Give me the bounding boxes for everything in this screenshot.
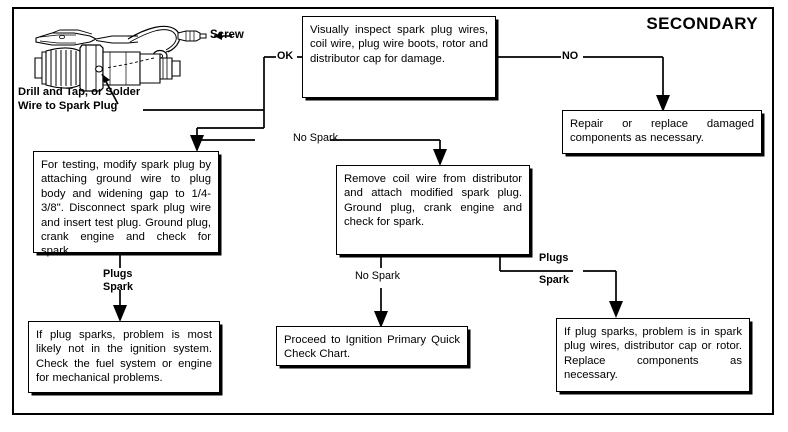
label-no-spark-top: No Spark: [293, 132, 339, 144]
label-no-spark-middle: No Spark: [355, 270, 401, 282]
page-title: SECONDARY: [646, 14, 758, 33]
label-no: NO: [562, 50, 579, 62]
label-plugs-right: Plugs: [539, 252, 569, 264]
spark-plug-caption: Drill and Tap, or Solder Wire to Spark P…: [18, 86, 141, 112]
label-spark-right: Spark: [539, 274, 570, 286]
box-proceed-primary-text: Proceed to Ignition Primary Quick Check …: [284, 334, 460, 361]
box-repair-replace[interactable]: Repair or replace damaged components as …: [562, 110, 762, 154]
box-plug-sparks-wires[interactable]: If plug sparks, problem is in spark plug…: [556, 318, 750, 392]
screw-label: Screw: [210, 29, 244, 41]
box-plug-sparks-fuel-text: If plug sparks, problem is most likely n…: [36, 329, 212, 385]
box-remove-coil-wire-text: Remove coil wire from distributor and at…: [344, 173, 522, 229]
box-repair-replace-text: Repair or replace damaged components as …: [570, 118, 754, 145]
box-remove-coil-wire[interactable]: Remove coil wire from distributor and at…: [336, 165, 530, 255]
box-plug-sparks-wires-text: If plug sparks, problem is in spark plug…: [564, 326, 742, 382]
label-plugs-left: Plugs: [103, 268, 133, 280]
label-ok: OK: [277, 50, 294, 62]
box-visual-inspect[interactable]: Visually inspect spark plug wires, coil …: [302, 16, 496, 98]
box-modify-spark-plug[interactable]: For testing, modify spark plug by attach…: [33, 151, 219, 257]
box-modify-spark-plug-text: For testing, modify spark plug by attach…: [41, 159, 211, 258]
box-proceed-primary[interactable]: Proceed to Ignition Primary Quick Check …: [276, 326, 468, 366]
box-visual-inspect-text: Visually inspect spark plug wires, coil …: [310, 24, 488, 65]
label-spark-left: Spark: [103, 281, 134, 293]
box-plug-sparks-fuel[interactable]: If plug sparks, problem is most likely n…: [28, 321, 220, 393]
